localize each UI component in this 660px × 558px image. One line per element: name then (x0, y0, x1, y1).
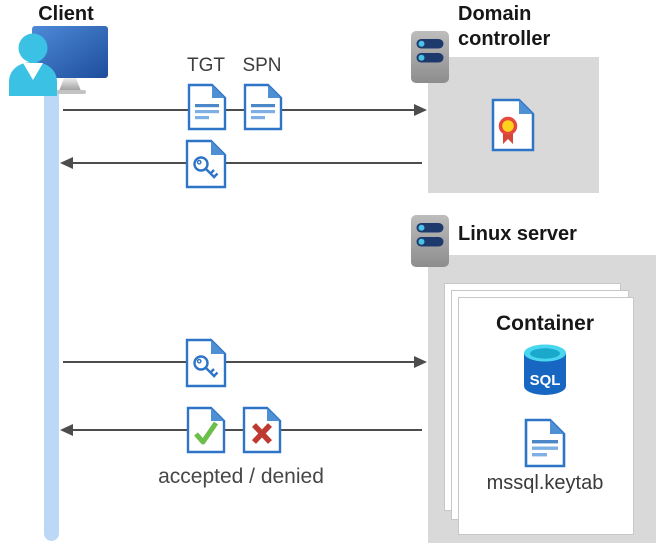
spn-document-icon (243, 83, 283, 131)
arrow-dc-to-client-line (72, 162, 422, 164)
denied-x-document-icon (242, 406, 282, 454)
domain-controller-title: Domain controller (458, 3, 551, 50)
arrow-client-to-dc-line (63, 109, 416, 111)
container-page-front (458, 297, 634, 535)
arrow-client-to-container-head (414, 356, 427, 368)
sql-icon-label: SQL (530, 372, 561, 389)
keytab-document-icon (524, 418, 566, 468)
accepted-check-document-icon (186, 406, 226, 454)
verdict-caption: accepted / denied (158, 465, 324, 488)
arrow-container-to-client-head (60, 424, 73, 436)
key-ticket-document-icon (185, 139, 227, 189)
tgt-ticket-document-icon (187, 83, 227, 131)
arrow-client-to-container-line (63, 361, 416, 363)
client-lifeline (44, 92, 59, 541)
arrow-client-to-dc-head (414, 104, 427, 116)
sql-database-icon: SQL (521, 342, 569, 398)
container-title: Container (495, 312, 594, 335)
spn-label: SPN (242, 55, 282, 76)
keytab-label: mssql.keytab (486, 472, 604, 494)
linux-server-icon (410, 214, 450, 268)
client-workstation-icon (6, 24, 110, 96)
client-label: Client (38, 3, 94, 25)
domain-controller-server-icon (410, 30, 450, 84)
linux-server-title: Linux server (458, 223, 577, 245)
key-ticket-document-icon (185, 338, 227, 388)
certificate-document-icon (491, 98, 535, 152)
arrow-dc-to-client-head (60, 157, 73, 169)
tgt-label: TGT (187, 55, 225, 76)
